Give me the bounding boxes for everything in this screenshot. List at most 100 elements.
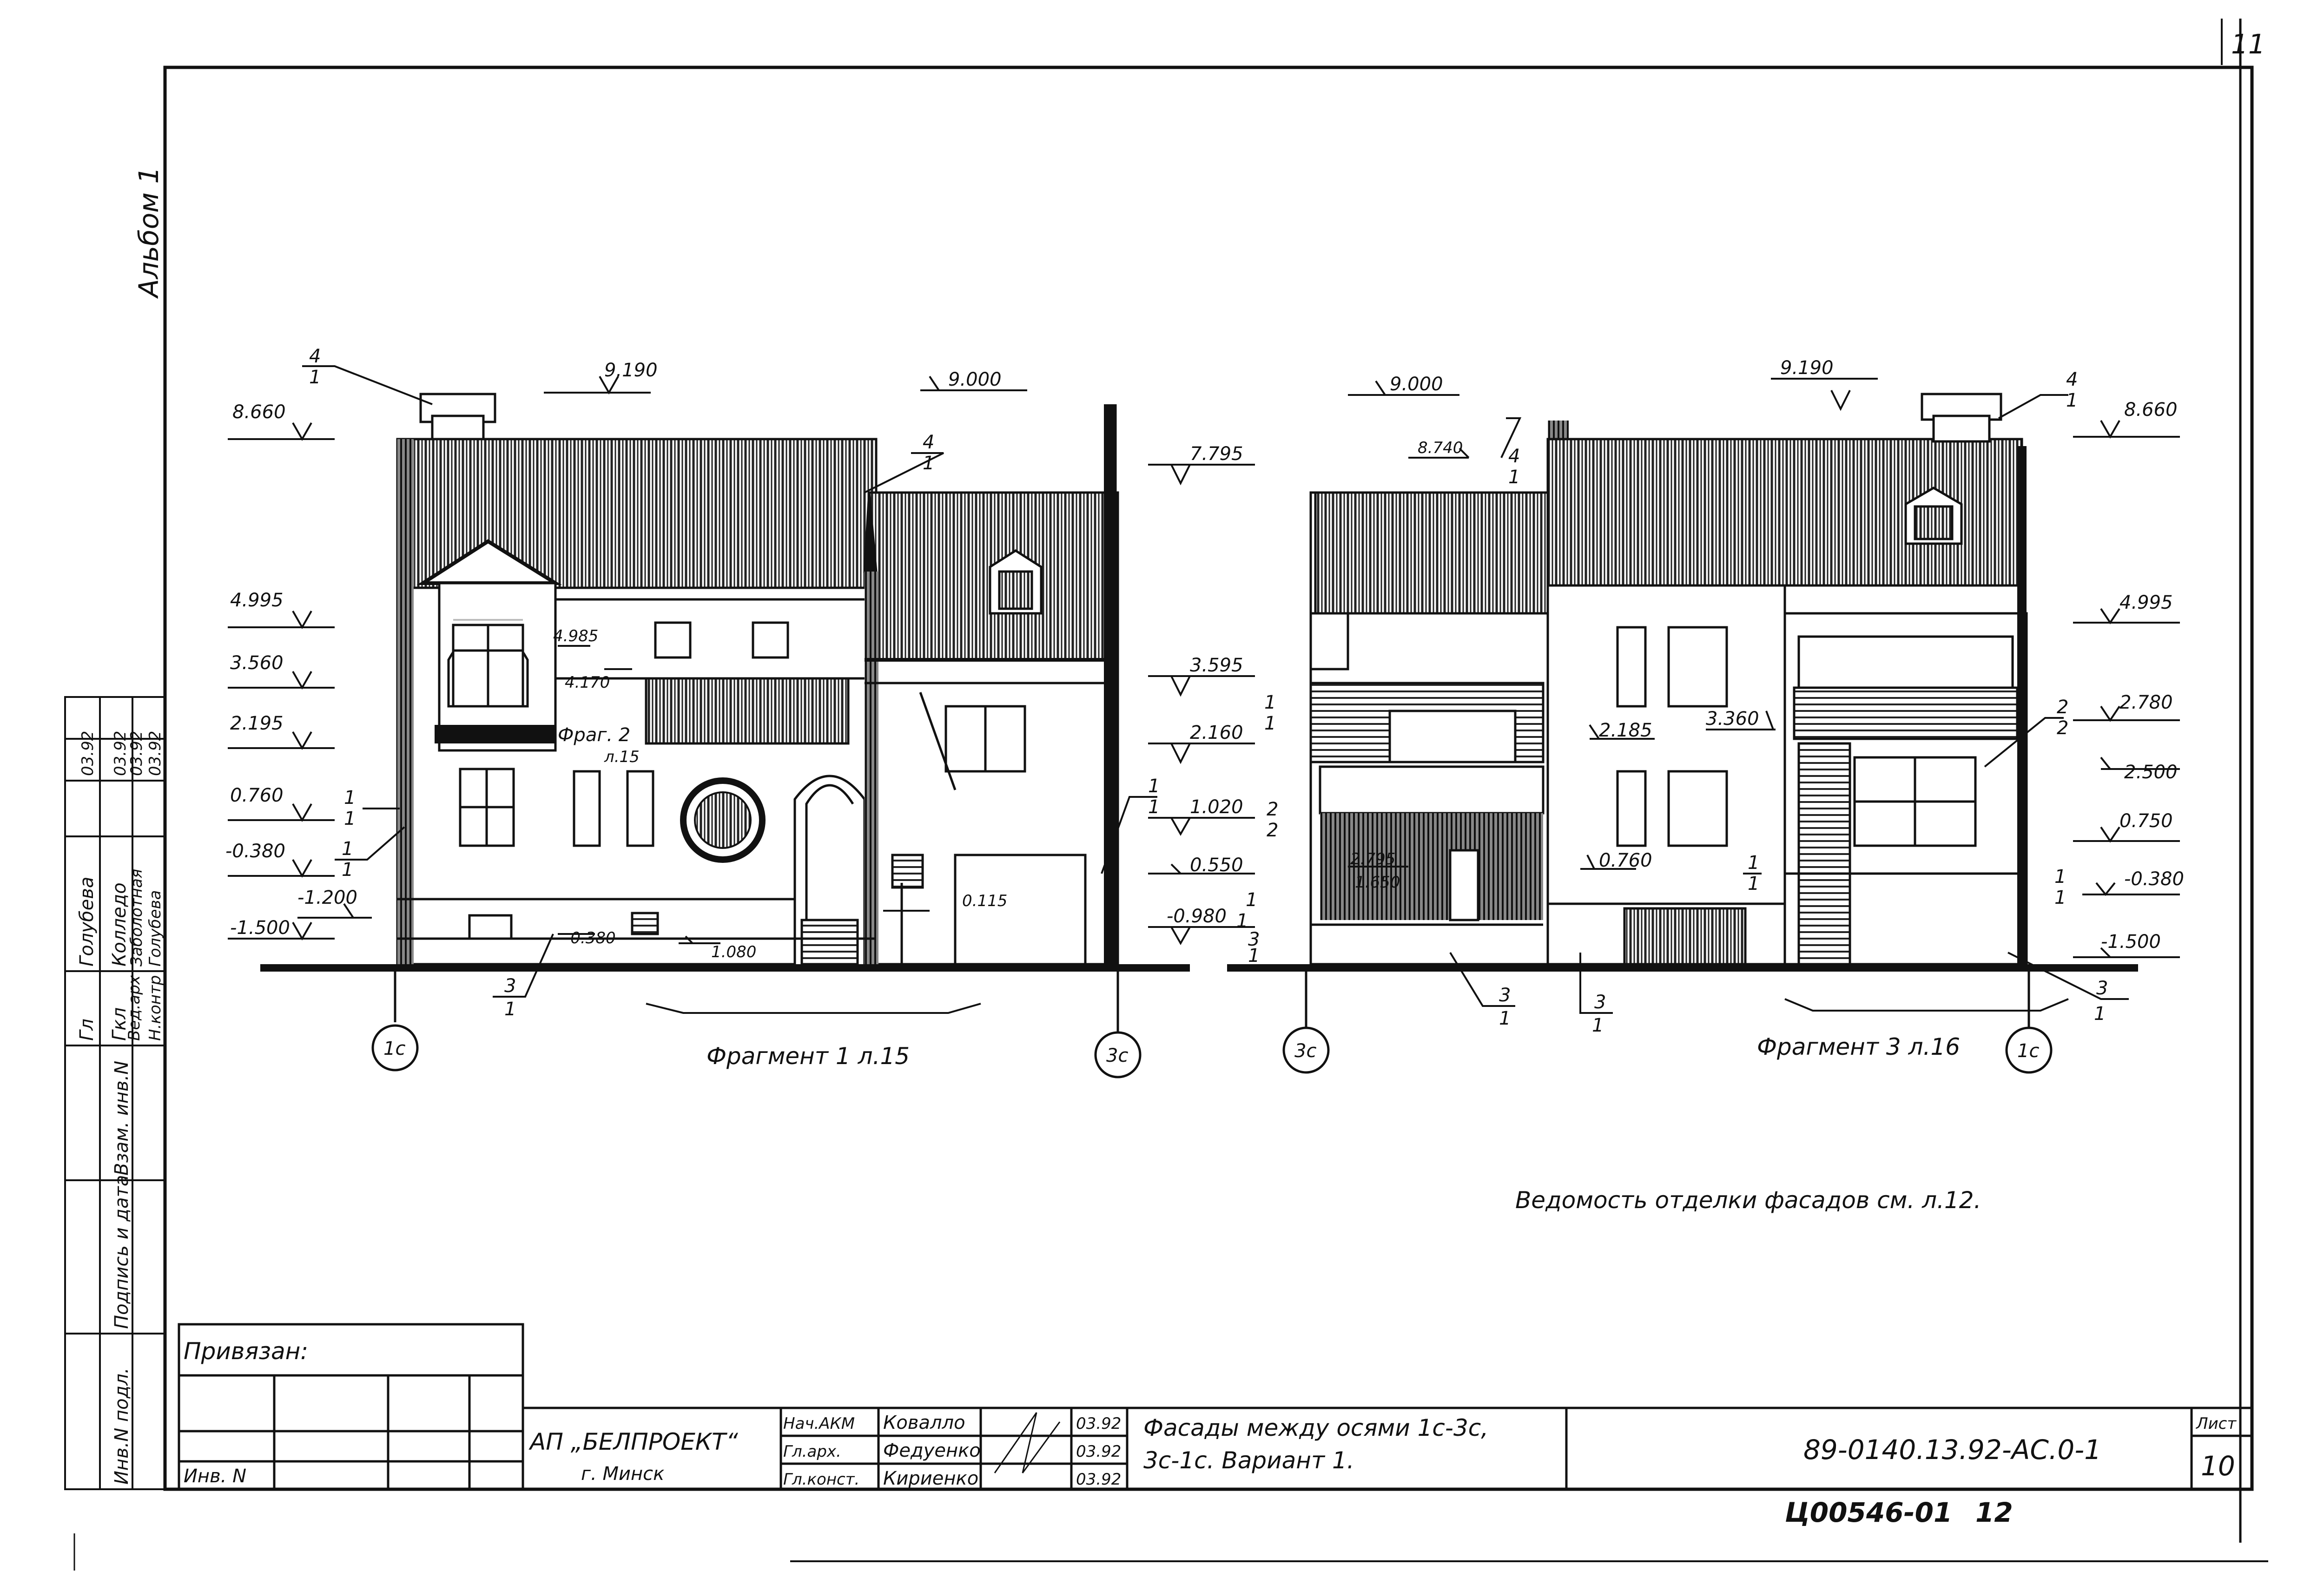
callout-31-b-bot: 1: [1248, 945, 1260, 966]
inv-label: Инв. N: [184, 1466, 246, 1487]
mark-7795-left: 7.795: [1190, 443, 1243, 465]
axis-right-1c: 1с: [2017, 1040, 2039, 1062]
fragment-right-caption: Фрагмент 3 л.16: [1757, 1033, 1960, 1060]
mark-9000-right: 9.000: [1390, 374, 1443, 395]
organization: АП „БЕЛПРОЕКТ“: [528, 1428, 739, 1455]
fragment-2-ref: Фраг. 2: [558, 724, 630, 746]
mark-3595: 3.595: [1190, 655, 1243, 676]
mark-2780: 2.780: [2119, 692, 2173, 713]
callout-11-a-bot: 1: [344, 808, 356, 829]
stamp-row-1: Гл: [76, 1019, 98, 1041]
right-marks: [1348, 378, 2180, 958]
mark-4985: 4.985: [553, 627, 598, 645]
mark-0750: 0.750: [2119, 810, 2173, 832]
title-block-texts: Привязан: Инв. N АП „БЕЛПРОЕКТ“ г. Минск…: [184, 1338, 2237, 1528]
mark-4995-right: 4.995: [2119, 592, 2173, 613]
callout-41-right-mid-bot: 1: [1508, 467, 1520, 488]
mark-m1200-left: -1.200: [297, 887, 357, 908]
sheet-number: 10: [2201, 1450, 2235, 1482]
mark-0115: 0.115: [962, 892, 1007, 910]
mark-2500: 2.500: [2124, 762, 2178, 783]
mark-4995-left: 4.995: [230, 590, 284, 611]
drawing-title-1: Фасады между осями 1с-3с,: [1143, 1414, 1488, 1441]
callout-22-left-top: 2: [1267, 799, 1278, 820]
drawing-title-2: 3с-1с. Вариант 1.: [1143, 1447, 1354, 1474]
stamp-row-3: Вед.арх: [125, 975, 144, 1041]
callout-41-mid-bot: 1: [923, 453, 934, 474]
callout-11-f-bot: 1: [1748, 873, 1759, 894]
left-elevation: [260, 393, 1190, 972]
right-elevation: [1227, 393, 2138, 972]
mark-2185: 2.185: [1599, 720, 1652, 741]
callout-22-right-bot: 2: [2057, 717, 2068, 739]
left-stamp: [64, 696, 166, 1490]
callout-22-left-bot: 2: [1267, 820, 1278, 841]
callout-labels: 4 1 4 1 1 1 1 1 1 1 3 1 2 2 1 1 3 1 1 1 …: [309, 346, 2108, 1036]
mark-m0380-left: -0.380: [225, 841, 285, 862]
callout-41-right-top: 4: [2066, 369, 2078, 390]
mark-2195-left: 2.195: [230, 713, 284, 734]
callout-41-left-bot: 1: [309, 367, 321, 388]
callout-31-e-top: 3: [2096, 978, 2108, 999]
mark-8740: 8.740: [1418, 439, 1463, 457]
axis-left-1c: 1с: [383, 1038, 405, 1059]
mark-m1500-right: -1.500: [2101, 931, 2161, 953]
callout-31-c-top: 3: [1499, 985, 1511, 1006]
callout-41-right-bot: 1: [2066, 390, 2078, 411]
archive-sheet: 12: [1975, 1497, 2013, 1528]
callout-11-a-top: 1: [344, 787, 356, 809]
mark-1020: 1.020: [1190, 796, 1243, 818]
mark-8660-left: 8.660: [232, 401, 286, 423]
callout-11-c-top: 1: [1148, 776, 1160, 797]
sheet-label: Лист: [2195, 1414, 2237, 1433]
callout-11-g-bot: 1: [2054, 887, 2066, 908]
mark-1080: 1.080: [711, 943, 756, 961]
mark-0550: 0.550: [1190, 855, 1243, 876]
mark-2795: 2.795: [1350, 850, 1395, 868]
callout-41-right-mid-top: 4: [1508, 446, 1520, 467]
stamp-row-2: Гкл: [109, 1007, 130, 1041]
album-label: Альбом 1: [133, 167, 165, 299]
axis-left-3c: 3с: [1106, 1045, 1128, 1066]
date-1: 03.92: [1076, 1414, 1121, 1433]
stamp-texts: Гл Гкл Вед.арх Н.контр Голубева Колледо …: [76, 731, 165, 1485]
stamp-row-4: Н.контр: [146, 975, 165, 1041]
mark-8660-right: 8.660: [2124, 399, 2178, 421]
callout-31-e-bot: 1: [2094, 1003, 2106, 1025]
stamp-date-2: 03.92: [111, 731, 130, 776]
callout-41-mid-top: 4: [923, 432, 934, 453]
mark-3560-left: 3.560: [230, 652, 284, 674]
callout-31-d-bot: 1: [1592, 1015, 1604, 1036]
stamp-name-1: Голубева: [76, 877, 98, 966]
mark-m0380-right: -0.380: [2124, 868, 2184, 890]
name-1: Ковалло: [883, 1412, 965, 1433]
stamp-date-3: 03.92: [127, 731, 146, 776]
archive-code: Ц00546-01: [1785, 1497, 1952, 1528]
callout-11-c-bot: 1: [1148, 796, 1160, 818]
mark-0760-right: 0.760: [1599, 850, 1652, 871]
stamp-name-2: Колледо: [109, 882, 130, 966]
mark-3360: 3.360: [1706, 708, 1759, 730]
date-2: 03.92: [1076, 1442, 1121, 1461]
mark-m0980: -0.980: [1167, 906, 1227, 927]
stamp-date-4: 03.92: [146, 731, 165, 776]
axes: [371, 971, 2053, 1078]
role-3: Гл.конст.: [783, 1470, 859, 1489]
callout-11-e-bot: 1: [1264, 713, 1276, 734]
left-caption-bracket: [646, 1003, 981, 1014]
role-2: Гл.арх.: [783, 1442, 841, 1461]
mark-0760-left: 0.760: [230, 785, 284, 806]
callout-11-g-top: 1: [2054, 866, 2066, 888]
callout-11-d-bot: 1: [1236, 910, 1248, 932]
page-number-top: 11: [2231, 28, 2265, 60]
date-3: 03.92: [1076, 1470, 1121, 1489]
callout-31-a-top: 3: [504, 975, 516, 997]
callout-31-d-top: 3: [1594, 992, 1606, 1013]
drawing-code: 89-0140.13.92-АС.0-1: [1803, 1434, 2101, 1466]
callout-11-b-bot: 1: [342, 859, 353, 881]
fragment-left-caption: Фрагмент 1 л.15: [706, 1043, 910, 1070]
fragment-2-sheet: л.15: [604, 748, 640, 766]
title-block: [178, 1323, 2252, 1491]
axis-right-3c: 3с: [1294, 1040, 1316, 1062]
